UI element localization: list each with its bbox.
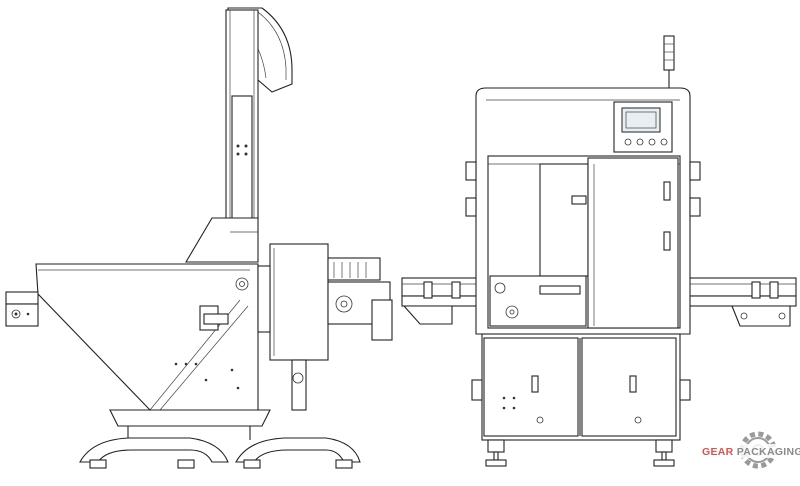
lower-cabinet [471, 333, 691, 467]
signal-tower [663, 35, 675, 88]
logo-word-gear: GEAR [702, 446, 737, 458]
elevator-hopper-machine [5, 7, 393, 469]
logo-word-packaging: PACKAGING [737, 446, 800, 458]
capping-machine [465, 35, 701, 467]
hopper-base-frame [79, 409, 361, 469]
hopper [35, 263, 259, 411]
control-panel [613, 101, 673, 153]
left-conveyor-stub [5, 291, 39, 327]
hopper-top-cover [185, 217, 259, 263]
sorting-head [257, 243, 393, 411]
logo-wordmark: GEAR PACKAGING [702, 446, 800, 458]
brand-logo: GEAR PACKAGING [700, 431, 800, 469]
hmi-screen [621, 107, 661, 133]
elevator-column [225, 9, 259, 221]
